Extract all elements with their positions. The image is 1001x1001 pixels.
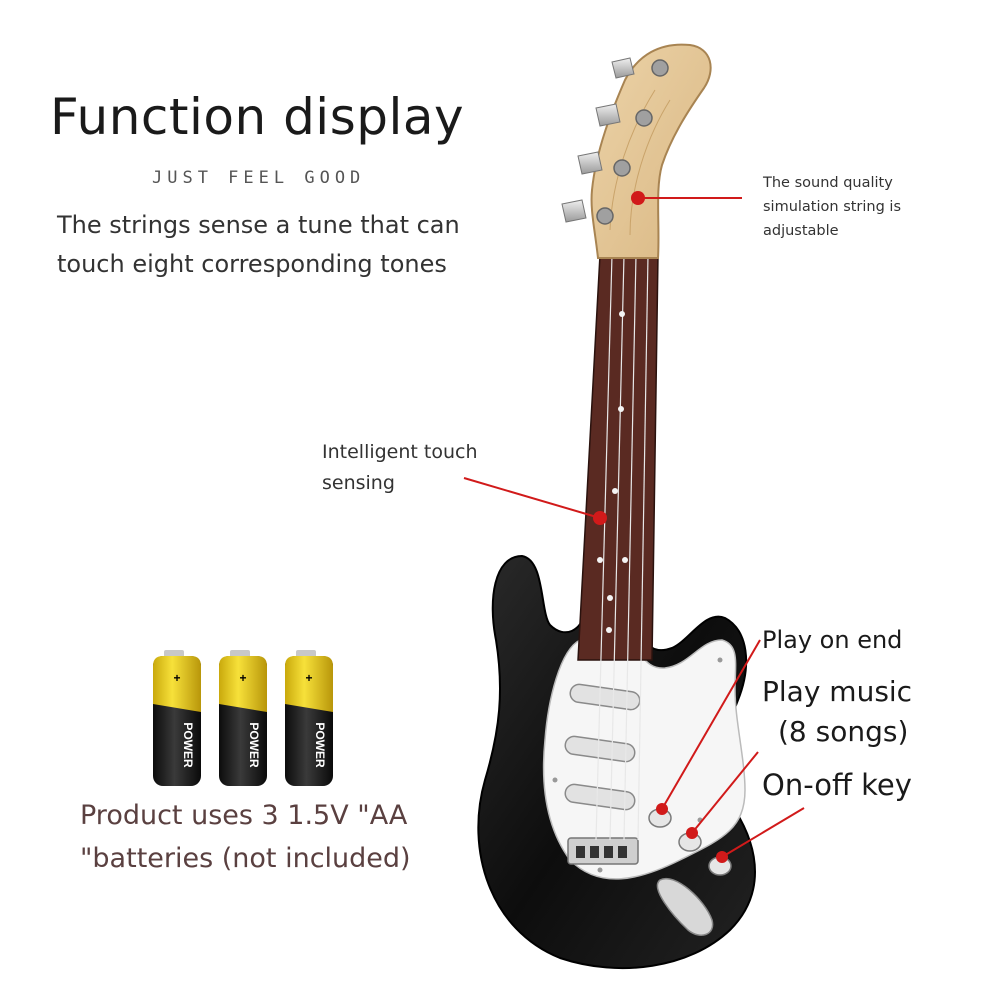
battery-3-label: POWER bbox=[313, 722, 327, 768]
battery-1: + POWER bbox=[153, 650, 201, 786]
tuner-2 bbox=[595, 103, 653, 127]
callout-play-music-line1: Play music bbox=[762, 675, 913, 708]
tagline: JUST FEEL GOOD bbox=[152, 168, 366, 188]
jack-plate bbox=[656, 877, 714, 936]
tuner-4 bbox=[561, 199, 614, 225]
touch-sensing-marker bbox=[593, 511, 607, 525]
feature-description: The strings sense a tune that can touch … bbox=[57, 211, 460, 278]
battery-1-label: POWER bbox=[181, 722, 195, 768]
callout-lines bbox=[463, 191, 805, 858]
headstock bbox=[590, 43, 712, 259]
bridge bbox=[567, 837, 639, 865]
page-title: Function display bbox=[50, 88, 465, 146]
sound-quality-marker bbox=[631, 191, 645, 205]
callout-play-music: Play music (8 songs) bbox=[762, 672, 992, 752]
svg-text:+: + bbox=[305, 671, 312, 685]
tuning-pegs bbox=[561, 57, 669, 225]
battery-2: + POWER bbox=[219, 650, 267, 786]
tuner-1 bbox=[611, 57, 669, 79]
batteries: + POWER + POWER + POWER bbox=[153, 650, 333, 786]
on-off-knob[interactable] bbox=[708, 851, 732, 876]
svg-text:+: + bbox=[239, 671, 246, 685]
callout-play-on-end: Play on end bbox=[762, 626, 903, 654]
pickups bbox=[564, 683, 641, 811]
battery-3: + POWER bbox=[285, 650, 333, 786]
svg-text:+: + bbox=[173, 671, 180, 685]
callout-play-music-line2: (8 songs) bbox=[778, 715, 909, 748]
callout-on-off-key: On-off key bbox=[762, 768, 912, 802]
callout-touch-sensing: Intelligent touch sensing bbox=[322, 441, 478, 494]
tuner-3 bbox=[577, 151, 631, 177]
callout-sound-quality: The sound quality simulation string is a… bbox=[763, 175, 902, 239]
battery-2-label: POWER bbox=[247, 722, 261, 768]
battery-note: Product uses 3 1.5V "AA "batteries (not … bbox=[80, 800, 411, 874]
control-knobs bbox=[648, 803, 732, 876]
